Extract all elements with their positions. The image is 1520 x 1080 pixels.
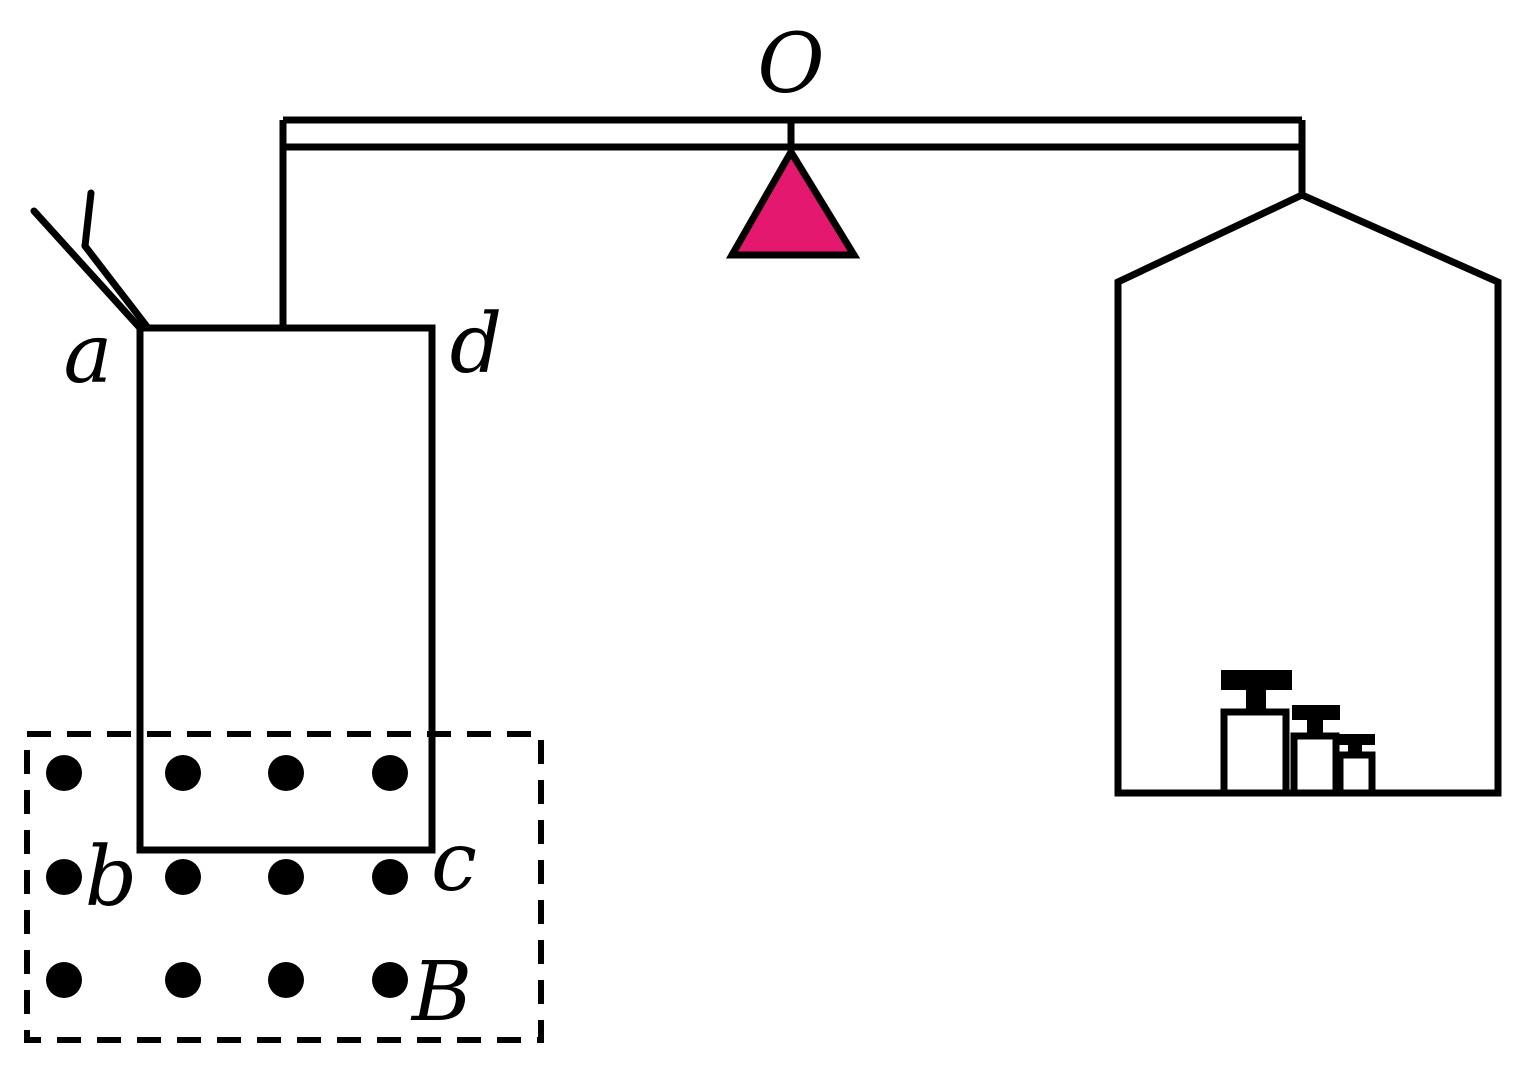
label-field-b: B	[410, 945, 472, 1040]
field-dot	[46, 962, 82, 998]
field-dot	[165, 962, 201, 998]
field-dot	[372, 755, 408, 791]
field-dot	[372, 859, 408, 895]
label-corner-c: c	[431, 815, 477, 910]
label-corner-a: a	[64, 307, 113, 402]
field-dot	[46, 859, 82, 895]
balance-beam	[279, 116, 1306, 151]
field-dots	[46, 755, 408, 998]
field-dot	[268, 859, 304, 895]
small-weight-icon	[1336, 734, 1376, 797]
weights	[1220, 670, 1376, 797]
coil-rectangle	[136, 324, 436, 854]
field-dot	[165, 755, 201, 791]
field-dot	[268, 962, 304, 998]
label-corner-d: d	[450, 297, 503, 392]
magnetic-field-region	[24, 731, 544, 1043]
lead-wires	[30, 189, 152, 332]
medium-weight-icon	[1290, 705, 1340, 797]
field-dot	[268, 755, 304, 791]
field-dot	[372, 962, 408, 998]
weight-pan	[1114, 191, 1502, 797]
label-corner-b: b	[85, 830, 138, 925]
field-dot	[46, 755, 82, 791]
large-weight-icon	[1220, 670, 1292, 797]
fulcrum-triangle	[725, 145, 861, 259]
field-dot	[165, 859, 201, 895]
label-pivot-o: O	[757, 17, 824, 112]
